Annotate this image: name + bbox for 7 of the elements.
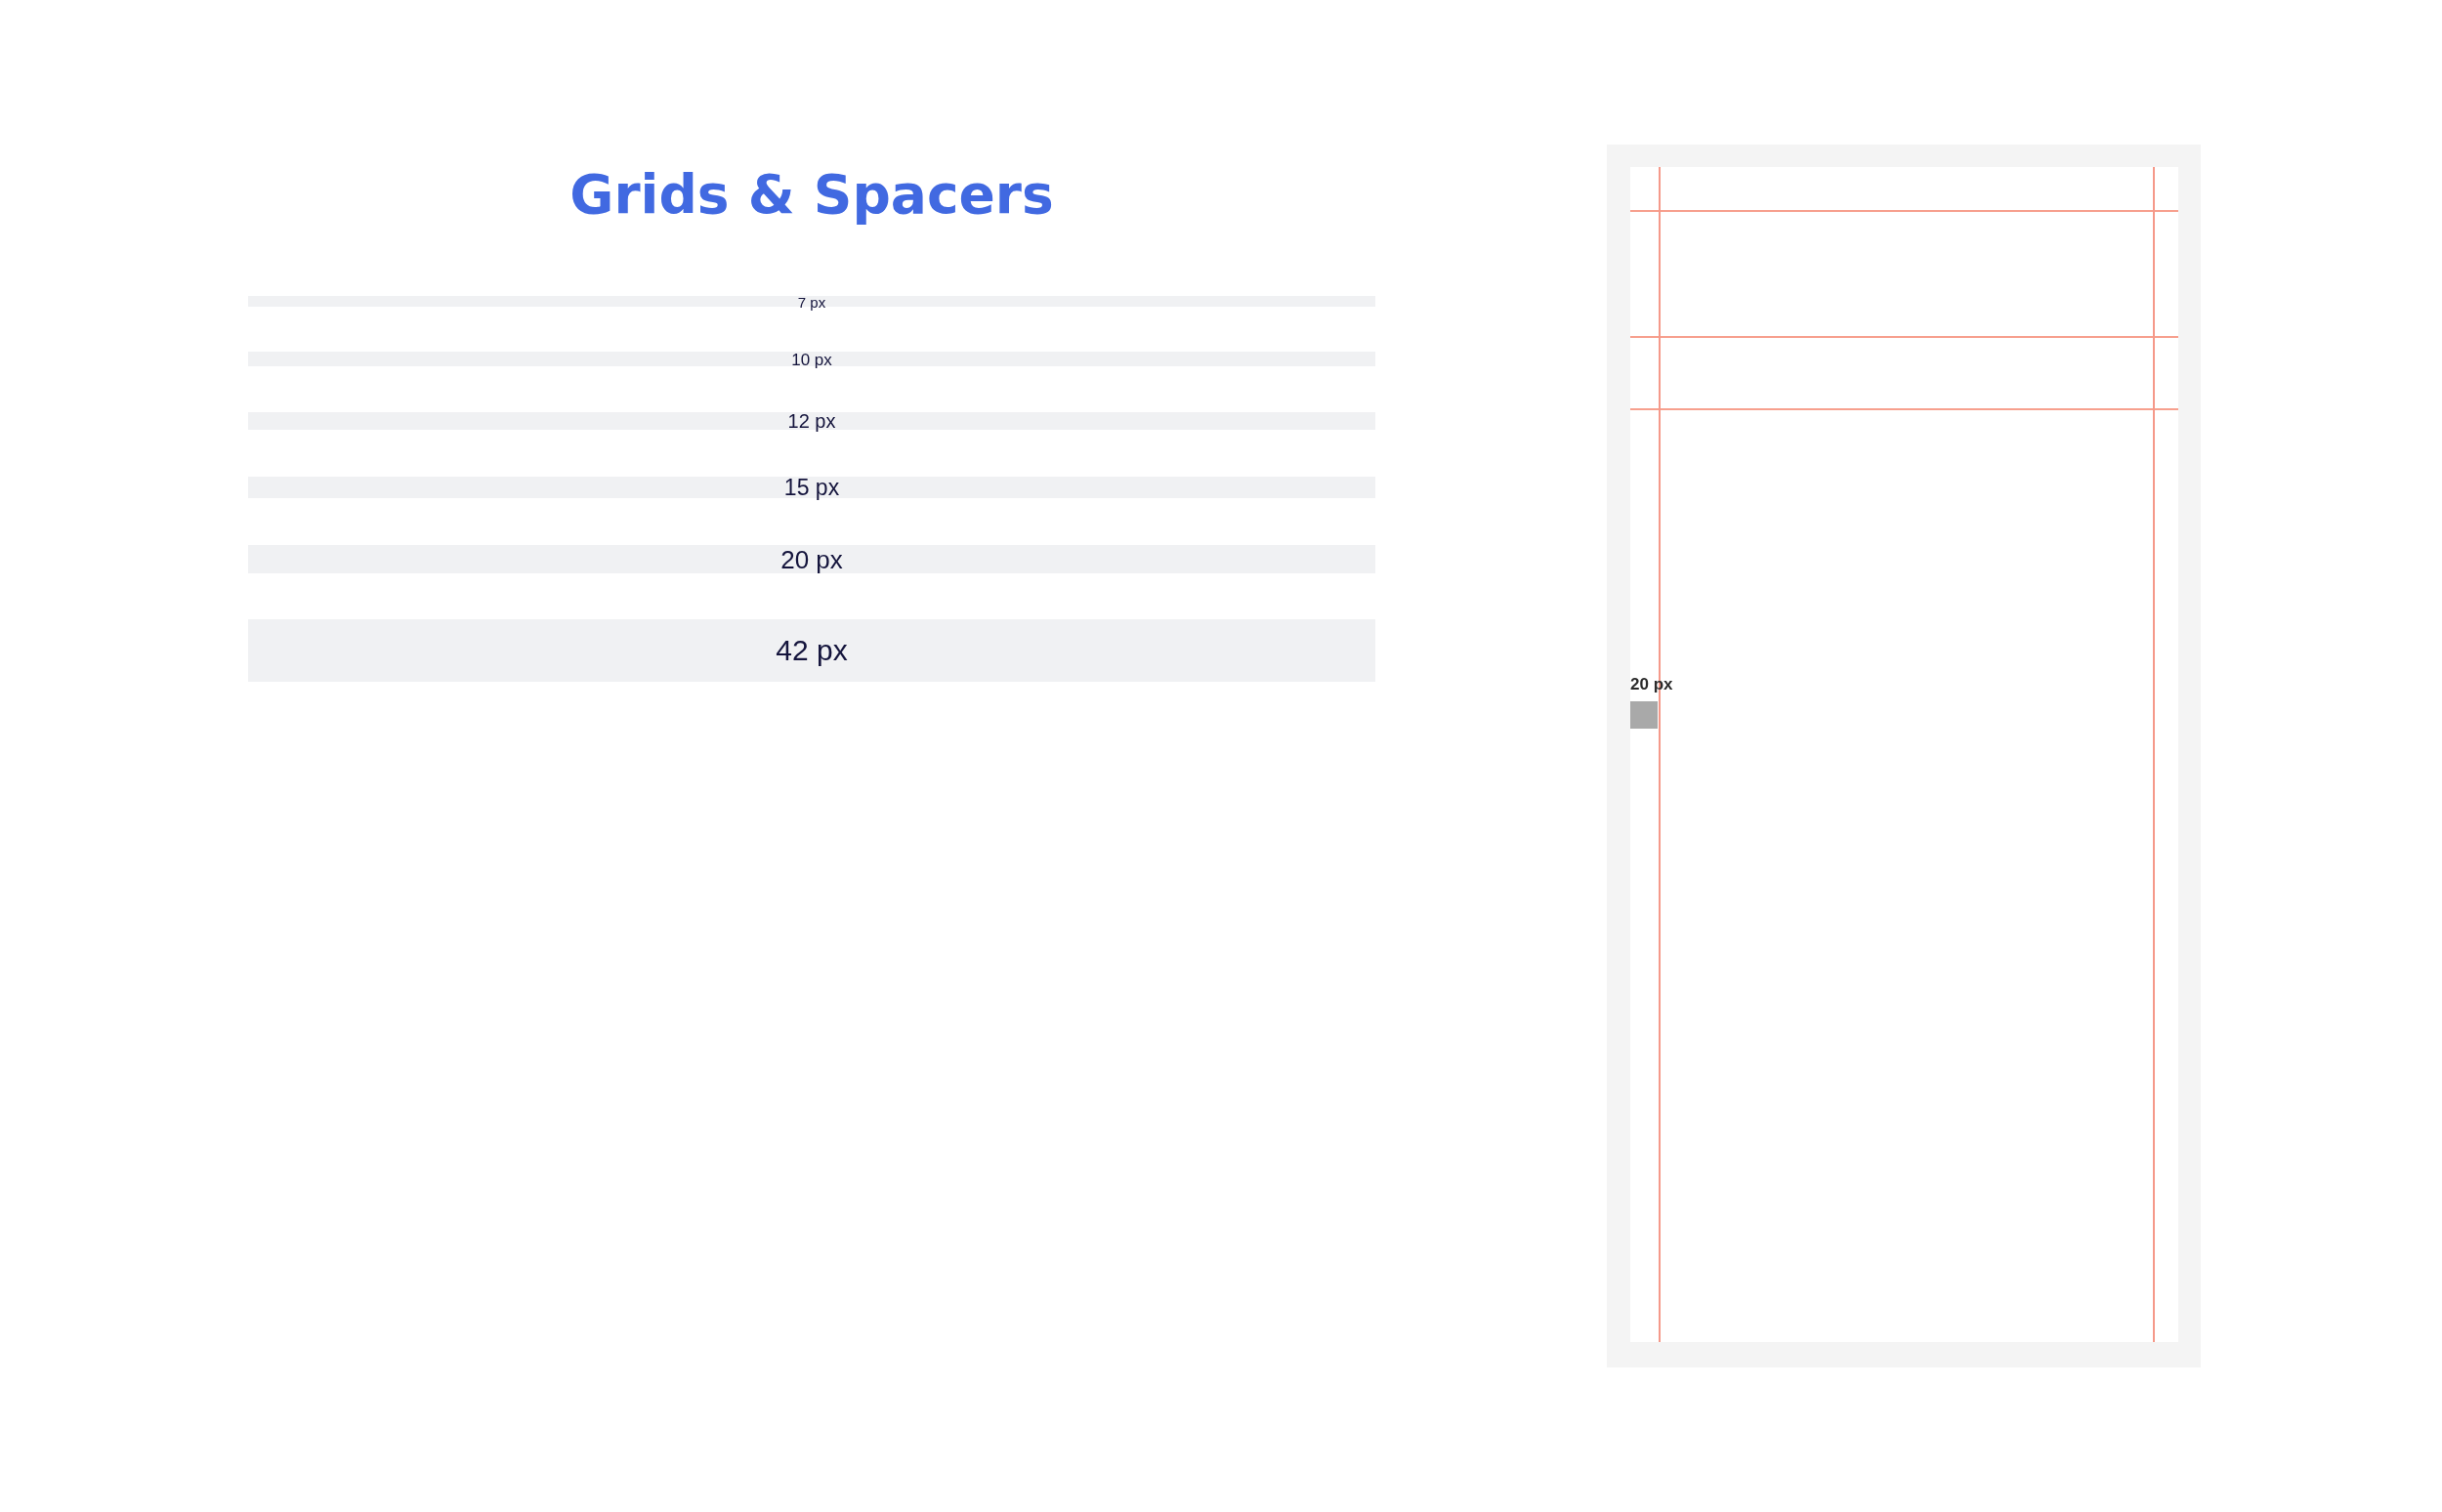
size-label: 15 px [783,476,840,499]
size-label: 42 px [776,636,848,665]
size-label: 20 px [780,546,843,572]
page-title: Grids & Spacers [569,163,1054,226]
size-label: 10 px [791,351,832,367]
size-label: 12 px [787,411,836,431]
size-label: 7 px [797,294,826,309]
